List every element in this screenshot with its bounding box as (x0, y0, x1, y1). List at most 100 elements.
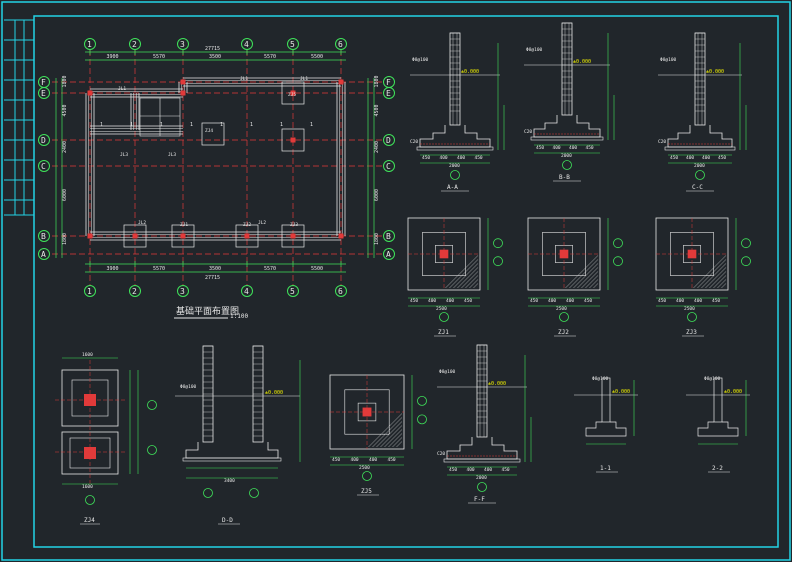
plan-member-label: JL2 (258, 220, 266, 226)
axis-bubble-left (38, 160, 50, 172)
plan-member-label: JL1 (240, 76, 248, 82)
section-axis-bubble (562, 160, 572, 170)
section-dim-bottom: 400 (440, 155, 448, 161)
dim-side-left: 4500 (62, 104, 68, 116)
footing-rebar-hatch (473, 283, 479, 289)
dim-side-right: 6000 (374, 189, 380, 201)
plan-member-label: ZJ5 (288, 92, 296, 98)
footing-dim-total: 2500 (436, 306, 447, 312)
footing-axis-bubble (417, 414, 427, 425)
section-axis-bubble (695, 170, 705, 180)
section-rebar-tag: Φ8@100 (180, 384, 197, 390)
section-title: C-C (692, 184, 703, 191)
plan-member-label: ZJ4 (205, 128, 213, 134)
wall-section-footing (585, 421, 627, 437)
axis-bubble-right (383, 87, 395, 99)
footing-rebar-hatch (461, 271, 479, 289)
footing-axis-bubble (493, 256, 503, 267)
footing-dim-text: 450 (332, 457, 340, 463)
wall-section-elevation: ±0.000 (612, 389, 630, 395)
footing-dim-text: 450 (658, 298, 666, 304)
section-footing-step (185, 442, 279, 459)
column-mark (87, 233, 93, 239)
section-dim-bottom: 400 (553, 145, 561, 151)
dim-span-bottom: 5570 (264, 266, 276, 272)
wall-section-rebar: Φ8@100 (704, 376, 721, 382)
dim-side-right: 4500 (374, 104, 380, 116)
plan-member-label: JL1 (300, 76, 308, 82)
footing-axis-bubble (741, 238, 751, 249)
footing-dim-total: 1600 (82, 484, 93, 490)
footing-dim-total: 2500 (359, 465, 370, 471)
footing-dim-text: 400 (428, 298, 436, 304)
plan-member-label: JL1 (118, 86, 126, 92)
section-elevation-zero: ±0.000 (265, 390, 283, 396)
footing-axis-bubble (687, 312, 697, 322)
axis-bubble-bottom (177, 285, 189, 297)
footing-rebar-hatch (709, 271, 727, 289)
axis-bubble-label: B (386, 232, 391, 241)
dim-side-right: 1800 (374, 75, 380, 87)
section-material: C20 (658, 139, 666, 145)
axis-bubble-label: B (41, 232, 46, 241)
section-blinding (530, 136, 604, 141)
section-cut-number: 1 (100, 122, 103, 128)
footing-dim-text: 400 (694, 298, 702, 304)
footing-rebar-hatch (453, 263, 479, 289)
axis-bubble-label: E (386, 89, 391, 98)
footing-rebar-hatch (396, 441, 403, 448)
dim-total-top: 27715 (205, 46, 220, 52)
footing-title: ZJ3 (686, 329, 697, 336)
wall-section-elevation: ±0.000 (724, 389, 742, 395)
plan-member-label: JL3 (120, 152, 128, 158)
section-dim-total: 2000 (449, 163, 460, 169)
axis-bubble-label: F (386, 78, 391, 87)
footing-dim-text: 450 (530, 298, 538, 304)
footing-rebar-hatch (573, 263, 599, 289)
footing-dim-text: 400 (446, 298, 454, 304)
section-dim-total: 3400 (224, 478, 235, 484)
footing-dim-total: 1600 (82, 352, 93, 358)
plan-member-label: JL3 (168, 152, 176, 158)
footing-dim-text: 450 (712, 298, 720, 304)
axis-bubble-label: 2 (132, 40, 137, 49)
footing-dim-text: 450 (410, 298, 418, 304)
section-dim-bottom: 450 (502, 467, 510, 473)
footing-rebar-hatch (388, 433, 403, 448)
section-dim-bottom: 450 (475, 155, 483, 161)
footing-rebar-hatch (465, 275, 479, 289)
footing-axis-bubble (147, 445, 157, 455)
wall-section-title: 1-1 (600, 465, 611, 472)
axis-bubble-label: D (386, 136, 391, 145)
wall-section-footing (697, 421, 739, 437)
section-title: A-A (447, 184, 458, 191)
section-dim-bottom: 450 (536, 145, 544, 151)
axis-bubble-label: 1 (87, 40, 92, 49)
footing-rebar-hatch (469, 279, 479, 289)
section-title: B-B (559, 174, 570, 181)
footing-dim-text: 400 (369, 457, 377, 463)
column-mark (87, 90, 93, 96)
axis-bubble-label: A (386, 250, 391, 259)
footing-title: ZJ5 (361, 488, 372, 495)
column-mark (180, 90, 186, 96)
footing-title: ZJ2 (558, 329, 569, 336)
section-cut-number: 1 (130, 122, 133, 128)
footing-rebar-hatch (457, 267, 479, 289)
footing-rebar-hatch (376, 421, 403, 448)
axis-bubble-label: 1 (87, 287, 92, 296)
plan-caption: 基础平面布置图 (176, 305, 239, 317)
footing-axis-bubble (613, 256, 623, 267)
footing-rebar-hatch (565, 255, 599, 289)
axis-bubble-left (38, 134, 50, 146)
footing-rebar-hatch (581, 271, 599, 289)
dim-span-bottom: 5570 (153, 266, 165, 272)
footing-rebar-hatch (721, 283, 727, 289)
